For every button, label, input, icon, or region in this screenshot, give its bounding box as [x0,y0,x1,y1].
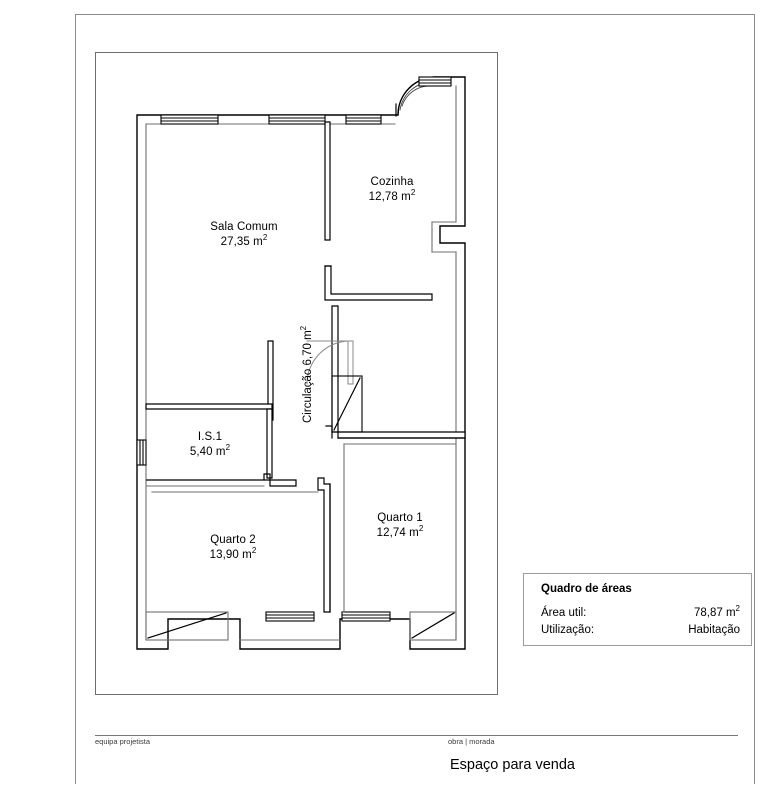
footer-divider [95,735,738,736]
areas-table-title: Quadro de áreas [541,583,632,595]
table-row: Utilização: Habitação [541,624,740,641]
footer-equipa-projetista-label: equipa projetista [95,737,151,746]
drawing-viewport-rect [95,52,498,695]
room-name-sala: Sala Comum [210,221,278,233]
room-area-cozinha: 12,78 m2 [368,188,416,203]
room-area-quarto1: 12,74 m2 [376,524,424,539]
room-area-is1: 5,40 m2 [189,443,231,458]
drawing-title: Espaço para venda [450,757,575,773]
room-name-is1: I.S.1 [197,431,223,443]
room-name-quarto2: Quarto 2 [210,534,256,546]
room-name-quarto1: Quarto 1 [377,512,423,524]
areas-row-label: Área util: [541,607,587,619]
room-label-circulacao: Circulação 6,70 m2 [299,325,314,423]
footer-obra-morada-label: obra | morada [448,737,495,746]
room-label-sala: Sala Comum 27,35 m2 [196,220,292,250]
areas-table: Quadro de áreas Área util: 78,87 m2 Util… [523,573,752,646]
table-row: Área util: 78,87 m2 [541,604,740,624]
room-name-circulacao: Circulação 6,70 m [302,330,314,423]
room-label-is1: I.S.1 5,40 m2 [165,430,255,460]
areas-row-value: Habitação [688,624,740,636]
room-label-cozinha: Cozinha 12,78 m2 [344,175,440,205]
room-label-quarto1: Quarto 1 12,74 m2 [352,511,448,541]
room-area-quarto2: 13,90 m2 [209,546,257,561]
sheet-border [75,14,755,784]
areas-row-label: Utilização: [541,624,595,636]
room-name-cozinha: Cozinha [370,176,414,188]
room-label-quarto2: Quarto 2 13,90 m2 [185,533,281,563]
areas-row-value: 78,87 m2 [693,604,740,619]
room-area-sala: 27,35 m2 [220,233,268,248]
